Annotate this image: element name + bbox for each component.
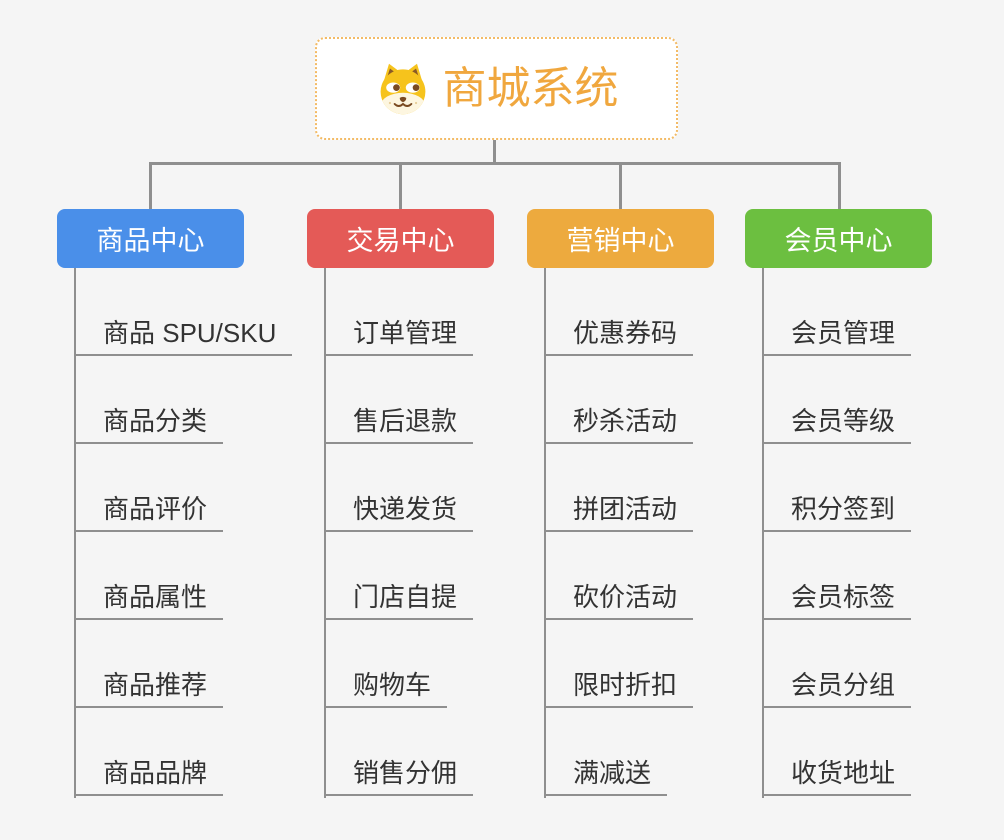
child-topic-label[interactable]: 积分签到 <box>762 494 912 532</box>
child-topic: 限时折扣 <box>544 620 714 708</box>
branch-children-product: 商品 SPU/SKU 商品分类 商品评价 商品属性 商品推荐 商品品牌 <box>74 268 293 798</box>
child-topic-label[interactable]: 商品推荐 <box>74 670 224 708</box>
child-topic-label[interactable]: 商品品牌 <box>74 758 224 796</box>
child-topic: 商品品牌 <box>74 708 244 796</box>
child-topic-label[interactable]: 会员分组 <box>762 670 912 708</box>
child-topic: 商品评价 <box>74 444 244 532</box>
child-topic: 积分签到 <box>762 444 932 532</box>
child-topic: 拼团活动 <box>544 444 714 532</box>
child-topic: 会员等级 <box>762 356 932 444</box>
child-topic-label[interactable]: 秒杀活动 <box>544 406 694 444</box>
branch-box-member-center[interactable]: 会员中心 <box>745 209 932 268</box>
child-topic: 会员标签 <box>762 532 932 620</box>
child-topic-label[interactable]: 收货地址 <box>762 758 912 796</box>
child-topic-label[interactable]: 拼团活动 <box>544 494 694 532</box>
child-topic-label[interactable]: 购物车 <box>324 670 448 708</box>
child-topic-label[interactable]: 商品分类 <box>74 406 224 444</box>
branch-box-product-center[interactable]: 商品中心 <box>57 209 244 268</box>
branch-box-trade-center[interactable]: 交易中心 <box>307 209 494 268</box>
branch-vertical-line <box>74 268 76 798</box>
branch-children-marketing: 优惠券码 秒杀活动 拼团活动 砍价活动 限时折扣 满减送 <box>544 268 714 798</box>
child-topic-label[interactable]: 砍价活动 <box>544 582 694 620</box>
child-topic: 售后退款 <box>324 356 494 444</box>
child-topic-label[interactable]: 会员等级 <box>762 406 912 444</box>
child-topic: 收货地址 <box>762 708 932 796</box>
branch-vertical-line <box>324 268 326 798</box>
branch-children-trade: 订单管理 售后退款 快递发货 门店自提 购物车 销售分佣 <box>324 268 494 798</box>
child-topic: 会员管理 <box>762 268 932 356</box>
child-topic: 砍价活动 <box>544 532 714 620</box>
child-topic: 秒杀活动 <box>544 356 714 444</box>
child-topic-label[interactable]: 会员标签 <box>762 582 912 620</box>
child-topic-label[interactable]: 优惠券码 <box>544 318 694 356</box>
child-topic: 商品属性 <box>74 532 244 620</box>
child-topic: 购物车 <box>324 620 494 708</box>
branch-children-member: 会员管理 会员等级 积分签到 会员标签 会员分组 收货地址 <box>762 268 932 798</box>
child-topic: 商品推荐 <box>74 620 244 708</box>
branch-product-center: 商品中心 商品 SPU/SKU 商品分类 商品评价 商品属性 商品推荐 商品品牌 <box>57 209 293 798</box>
branch-marketing-center: 营销中心 优惠券码 秒杀活动 拼团活动 砍价活动 限时折扣 满减送 <box>527 209 714 798</box>
child-topic: 销售分佣 <box>324 708 494 796</box>
branch-vertical-line <box>762 268 764 798</box>
shiba-dog-icon <box>380 63 425 114</box>
child-topic-label[interactable]: 商品 SPU/SKU <box>74 318 293 356</box>
child-topic: 门店自提 <box>324 532 494 620</box>
branch-member-center: 会员中心 会员管理 会员等级 积分签到 会员标签 会员分组 收货地址 <box>745 209 932 798</box>
branch-vertical-line <box>544 268 546 798</box>
child-topic-label[interactable]: 快递发货 <box>324 494 474 532</box>
root-title: 商城系统 <box>442 63 619 113</box>
child-topic-label[interactable]: 订单管理 <box>324 318 474 356</box>
child-topic: 快递发货 <box>324 444 494 532</box>
child-topic-label[interactable]: 商品属性 <box>74 582 224 620</box>
root-node-mall-system[interactable]: 商城系统 <box>315 37 678 140</box>
child-topic-label[interactable]: 商品评价 <box>74 494 224 532</box>
child-topic-label[interactable]: 售后退款 <box>324 406 474 444</box>
child-topic-label[interactable]: 满减送 <box>544 758 668 796</box>
child-topic: 优惠券码 <box>544 268 714 356</box>
child-topic: 商品 SPU/SKU <box>74 268 293 356</box>
child-topic-label[interactable]: 限时折扣 <box>544 670 694 708</box>
child-topic: 订单管理 <box>324 268 494 356</box>
child-topic-label[interactable]: 会员管理 <box>762 318 912 356</box>
branch-trade-center: 交易中心 订单管理 售后退款 快递发货 门店自提 购物车 销售分佣 <box>307 209 494 798</box>
child-topic: 商品分类 <box>74 356 244 444</box>
child-topic-label[interactable]: 门店自提 <box>324 582 474 620</box>
child-topic: 满减送 <box>544 708 714 796</box>
child-topic: 会员分组 <box>762 620 932 708</box>
branch-box-marketing-center[interactable]: 营销中心 <box>527 209 714 268</box>
child-topic-label[interactable]: 销售分佣 <box>324 758 474 796</box>
